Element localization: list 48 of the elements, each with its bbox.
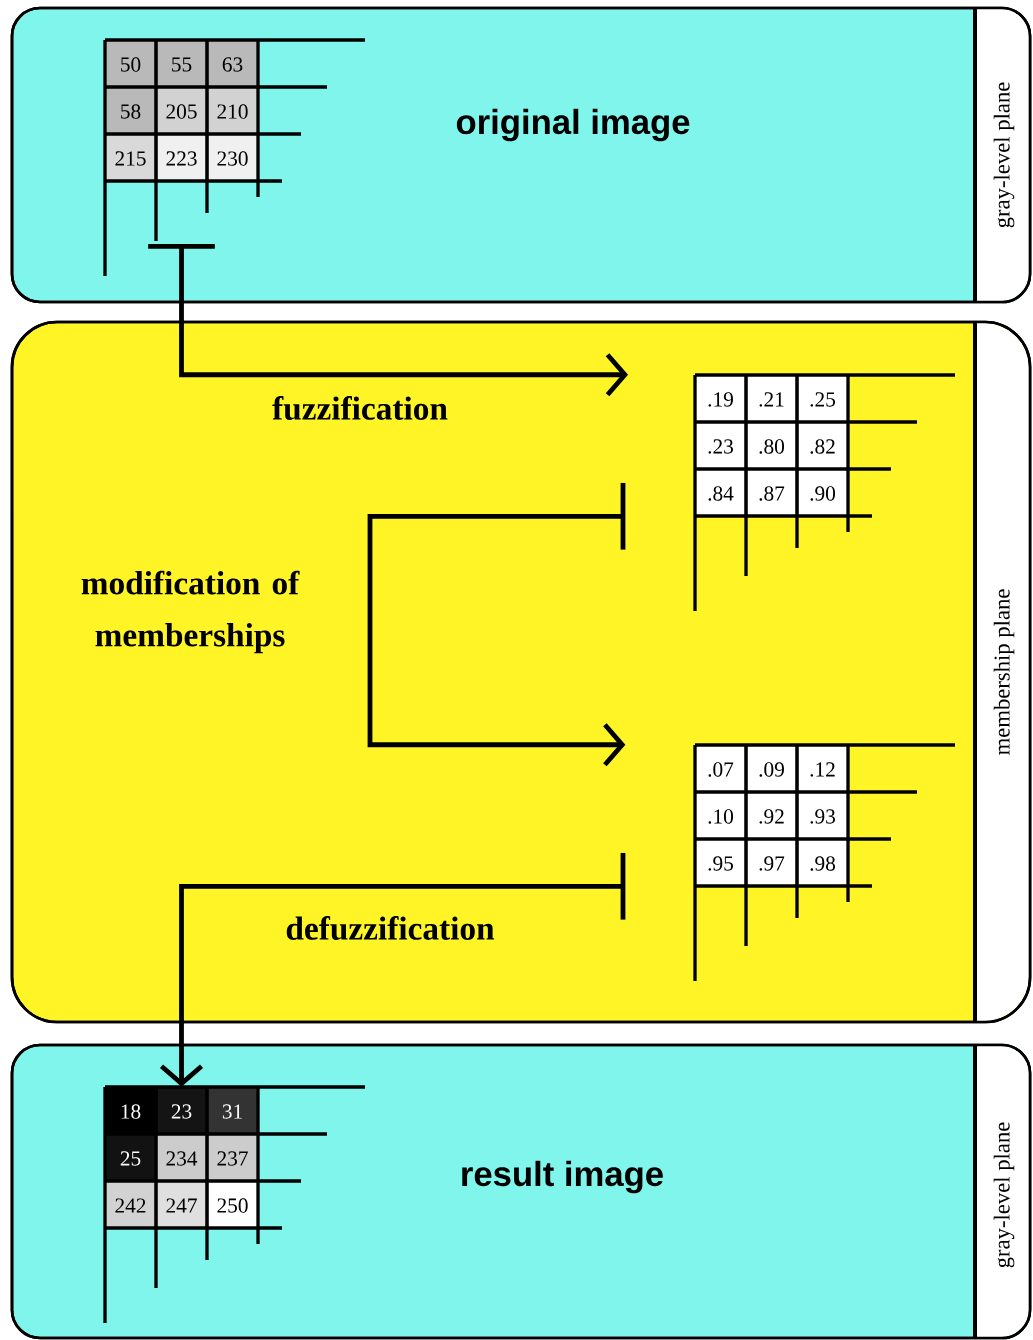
node-label: .07 — [708, 762, 734, 777]
node-label: .92 — [759, 809, 784, 824]
node-label: 237 — [217, 1151, 248, 1166]
node-label: 215 — [115, 151, 146, 166]
node-label: 250 — [217, 1198, 248, 1213]
arrow — [148, 243, 629, 397]
node-label: .93 — [810, 809, 835, 824]
arrow — [159, 852, 626, 1087]
node-label: .98 — [810, 856, 836, 871]
node-label: .90 — [810, 486, 836, 501]
node-label: 31 — [222, 1104, 242, 1119]
pixel-grid: 18 23 31 25 234 237 242 247 250 — [103, 1085, 365, 1323]
node-label: .80 — [759, 439, 785, 454]
edge-label: modification of memberships — [81, 570, 300, 654]
pixel-grid: .07 .09 .12 .10 .92 .93 .95 .97 .98 — [693, 743, 955, 981]
node-label: 55 — [172, 57, 192, 72]
node-label: .95 — [708, 856, 733, 871]
node-label: 247 — [166, 1198, 197, 1213]
edge-label: defuzzification — [286, 916, 495, 940]
node-label: .84 — [708, 486, 734, 501]
node-label: 234 — [166, 1151, 198, 1166]
plane-label: gray-level plane — [993, 1122, 1015, 1268]
node-label: 25 — [120, 1151, 141, 1166]
node-label: 18 — [121, 1104, 141, 1119]
plane-label: gray-level plane — [993, 82, 1015, 228]
node-label: .12 — [810, 762, 835, 777]
pixel-grid: .19 .21 .25 .23 .80 .82 .84 .87 .90 — [693, 373, 955, 611]
node-label: 230 — [217, 151, 248, 166]
node-label: 23 — [171, 1104, 192, 1119]
node-label: .82 — [810, 439, 835, 454]
node-label: .97 — [759, 856, 785, 871]
node-label: .25 — [810, 392, 835, 407]
node-label: .09 — [759, 762, 784, 777]
plane-title: result image — [462, 1160, 663, 1194]
node-label: 63 — [222, 57, 243, 72]
node-label: 210 — [217, 104, 248, 119]
node-label: .23 — [708, 439, 733, 454]
node-label: 58 — [121, 104, 141, 119]
plane-title: original image — [456, 108, 690, 142]
node-label: .87 — [759, 486, 785, 501]
arrow — [367, 482, 626, 767]
node-label: 242 — [115, 1198, 146, 1213]
node-label: 223 — [166, 151, 197, 166]
pixel-grid: 50 55 63 58 205 210 215 223 230 — [103, 38, 365, 276]
edge-label: fuzzification — [272, 396, 448, 420]
node-label: .21 — [759, 392, 784, 407]
plane-label: membership plane — [993, 589, 1015, 755]
node-label: 205 — [166, 104, 197, 119]
